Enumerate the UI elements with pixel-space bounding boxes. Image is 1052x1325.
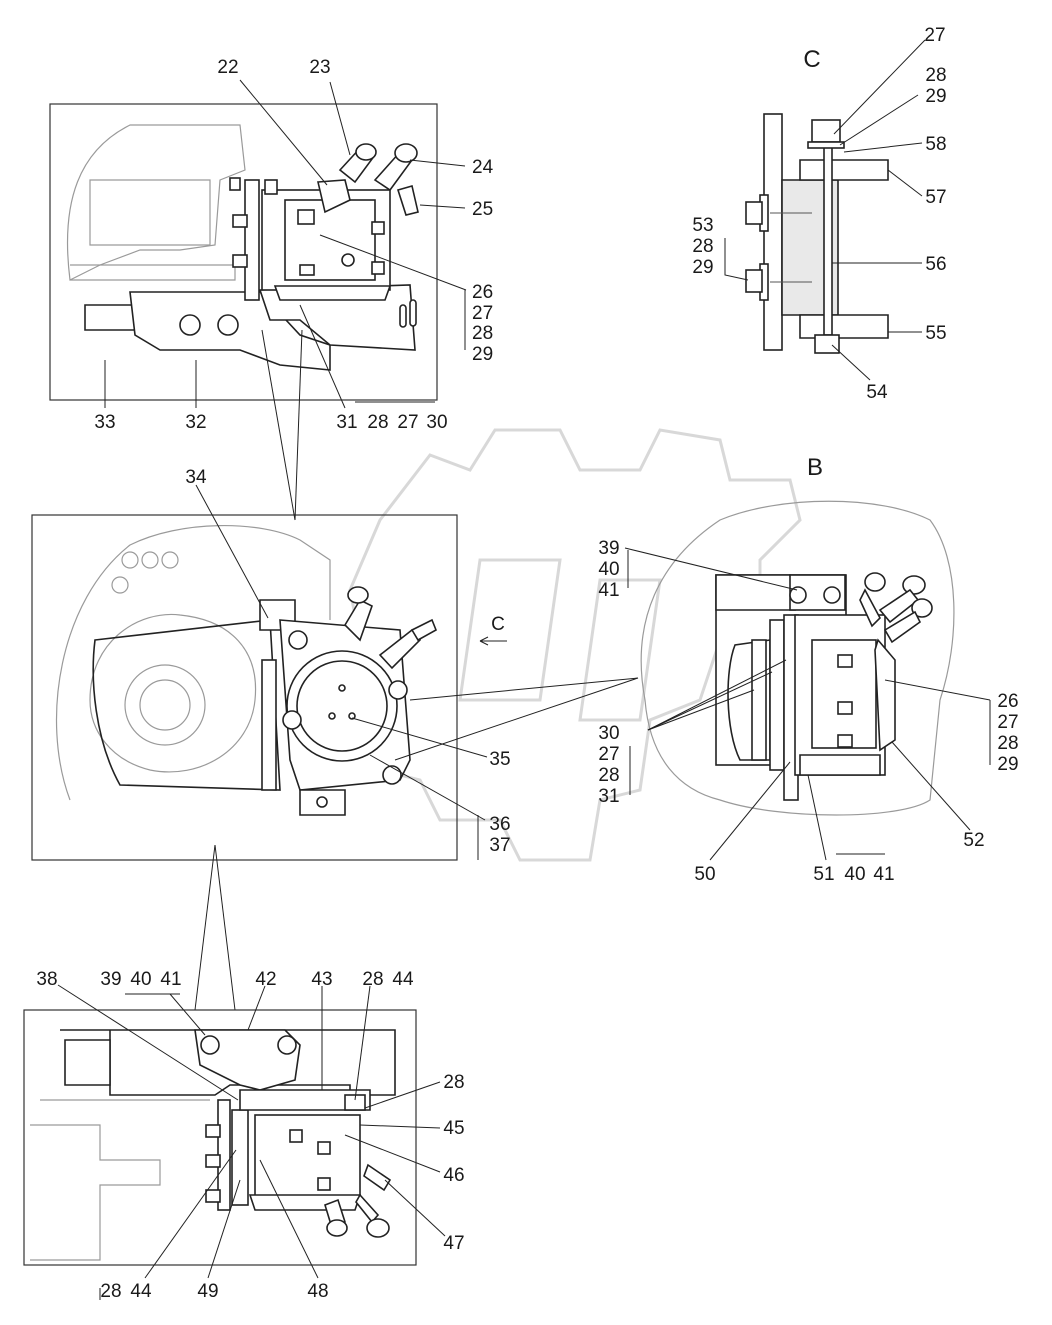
- callout-35: 35: [489, 749, 510, 770]
- bottom-detail-callouts: 38 39 40 41 42 43 28 44 28 45 46 47 28 4…: [36, 969, 464, 1302]
- main-view-callouts: 34 35 36 37: [185, 467, 510, 856]
- callout-c-27: 27: [924, 25, 945, 46]
- top-detail-frame: [49, 103, 438, 401]
- callout-b-27b: 27: [598, 744, 619, 765]
- callout-24: 24: [472, 157, 494, 178]
- callout-46: 46: [443, 1165, 464, 1186]
- callout-32: 32: [185, 412, 206, 433]
- view-connectors: [194, 329, 639, 1011]
- callout-37: 37: [489, 835, 510, 856]
- callout-39: 39: [100, 969, 121, 990]
- callout-27b: 27: [397, 412, 418, 433]
- view-b-leaders: [624, 547, 991, 861]
- callout-22: 22: [217, 57, 238, 78]
- bottom-detail-frame: [23, 1009, 417, 1266]
- callout-b-41: 41: [598, 580, 619, 601]
- callout-57: 57: [925, 187, 946, 208]
- callout-bd-44b: 44: [130, 1281, 152, 1302]
- callout-54: 54: [866, 382, 888, 403]
- arrow-c-label: C: [491, 614, 505, 635]
- callout-b-30: 30: [598, 723, 619, 744]
- callout-27: 27: [472, 303, 493, 324]
- callout-30: 30: [426, 412, 447, 433]
- callout-b-41b: 41: [873, 864, 894, 885]
- section-c-view: C: [745, 46, 889, 354]
- callout-41: 41: [160, 969, 181, 990]
- callout-40: 40: [130, 969, 151, 990]
- view-b-title: B: [807, 454, 823, 481]
- callout-58: 58: [925, 134, 946, 155]
- callout-25: 25: [472, 199, 493, 220]
- callout-c-29b: 29: [692, 257, 713, 278]
- section-c-callouts: 27 28 29 58 57 53 28 29 56 55 54: [692, 25, 946, 403]
- callout-bd-28b: 28: [443, 1072, 464, 1093]
- callout-56: 56: [925, 254, 946, 275]
- callout-b-40b: 40: [844, 864, 865, 885]
- callout-b-28b: 28: [598, 765, 619, 786]
- callout-c-28b: 28: [692, 236, 713, 257]
- view-b: B: [640, 454, 955, 816]
- callout-b-28: 28: [997, 733, 1018, 754]
- view-b-callouts: 39 40 41 26 27 28 29 30 27 28 31 52 50 5…: [598, 538, 1018, 885]
- main-view-leaders: [195, 484, 488, 860]
- bottom-detail-view: [23, 1009, 417, 1266]
- callout-52: 52: [963, 830, 984, 851]
- callout-b-26: 26: [997, 691, 1018, 712]
- callout-36: 36: [489, 814, 510, 835]
- callout-b-31: 31: [598, 786, 619, 807]
- callout-bd-28: 28: [362, 969, 383, 990]
- callout-38: 38: [36, 969, 57, 990]
- view-c-title: C: [803, 46, 820, 73]
- callout-50: 50: [694, 864, 715, 885]
- callout-b-29: 29: [997, 754, 1018, 775]
- callout-51: 51: [813, 864, 834, 885]
- callout-b-40: 40: [598, 559, 619, 580]
- callout-43: 43: [311, 969, 332, 990]
- main-view: C: [31, 514, 507, 861]
- callout-45: 45: [443, 1118, 464, 1139]
- callout-33: 33: [94, 412, 115, 433]
- top-detail-leaders: [104, 79, 467, 409]
- callout-47: 47: [443, 1233, 464, 1254]
- callout-23: 23: [309, 57, 330, 78]
- callout-34: 34: [185, 467, 207, 488]
- main-view-frame: [31, 514, 458, 861]
- callout-49: 49: [197, 1281, 218, 1302]
- callout-55: 55: [925, 323, 946, 344]
- bottom-detail-leaders: [57, 984, 446, 1300]
- callout-c-28: 28: [925, 65, 946, 86]
- callout-c-29: 29: [925, 86, 946, 107]
- callout-bd-28c: 28: [100, 1281, 121, 1302]
- callout-44: 44: [392, 969, 414, 990]
- callout-31: 31: [336, 412, 357, 433]
- top-detail-view: [49, 103, 438, 401]
- callout-28: 28: [472, 323, 493, 344]
- callout-26: 26: [472, 282, 493, 303]
- callout-b-39: 39: [598, 538, 619, 559]
- callout-b-27: 27: [997, 712, 1018, 733]
- callout-53: 53: [692, 215, 713, 236]
- callout-42: 42: [255, 969, 276, 990]
- callout-29: 29: [472, 344, 493, 365]
- callout-48: 48: [307, 1281, 328, 1302]
- callout-28b: 28: [367, 412, 388, 433]
- section-c-leaders: [724, 39, 926, 381]
- top-detail-callouts: 22 23 24 25 26 27 28 29 33 32 31 28 27 3…: [94, 57, 493, 433]
